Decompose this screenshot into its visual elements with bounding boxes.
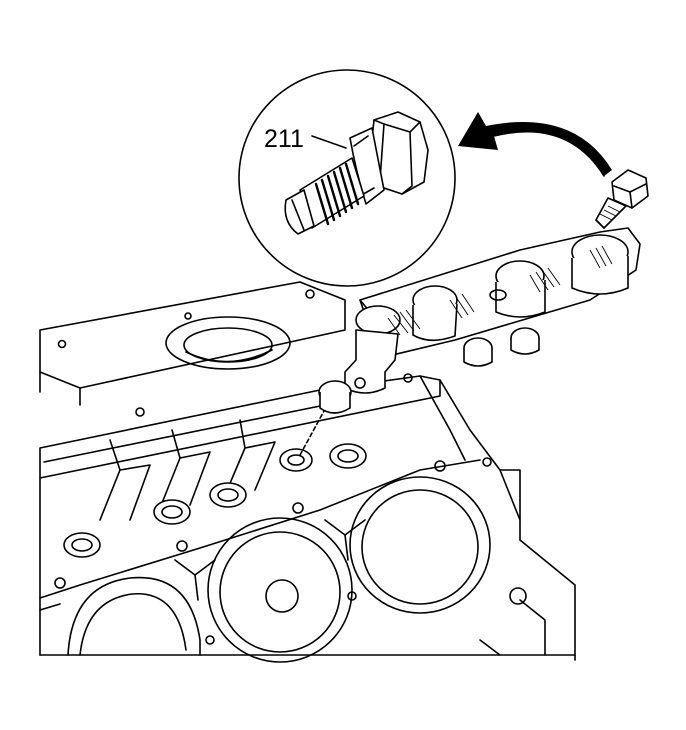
callout-number: 211 bbox=[264, 125, 304, 153]
cylinder-bore bbox=[67, 576, 201, 656]
coil-bracket-assembly bbox=[299, 227, 641, 456]
lifter-bore bbox=[279, 448, 313, 472]
callout-circle: 211 bbox=[238, 69, 456, 287]
coil-tower bbox=[412, 285, 493, 367]
cylinder-bore bbox=[207, 517, 353, 663]
coil-tower bbox=[318, 305, 401, 414]
lifter-bore bbox=[329, 443, 367, 469]
coil-tower bbox=[495, 260, 546, 355]
bolt-detail bbox=[284, 111, 429, 235]
curved-arrow-icon bbox=[458, 112, 612, 177]
cylinder-bore bbox=[349, 476, 491, 614]
leader-line bbox=[311, 135, 347, 149]
lifter-bore bbox=[209, 482, 247, 508]
lifter-bore bbox=[153, 499, 191, 525]
bolt-icon bbox=[595, 169, 649, 229]
coil-tower bbox=[571, 234, 629, 295]
engine-block bbox=[39, 281, 576, 663]
lifter-bore bbox=[63, 532, 101, 558]
